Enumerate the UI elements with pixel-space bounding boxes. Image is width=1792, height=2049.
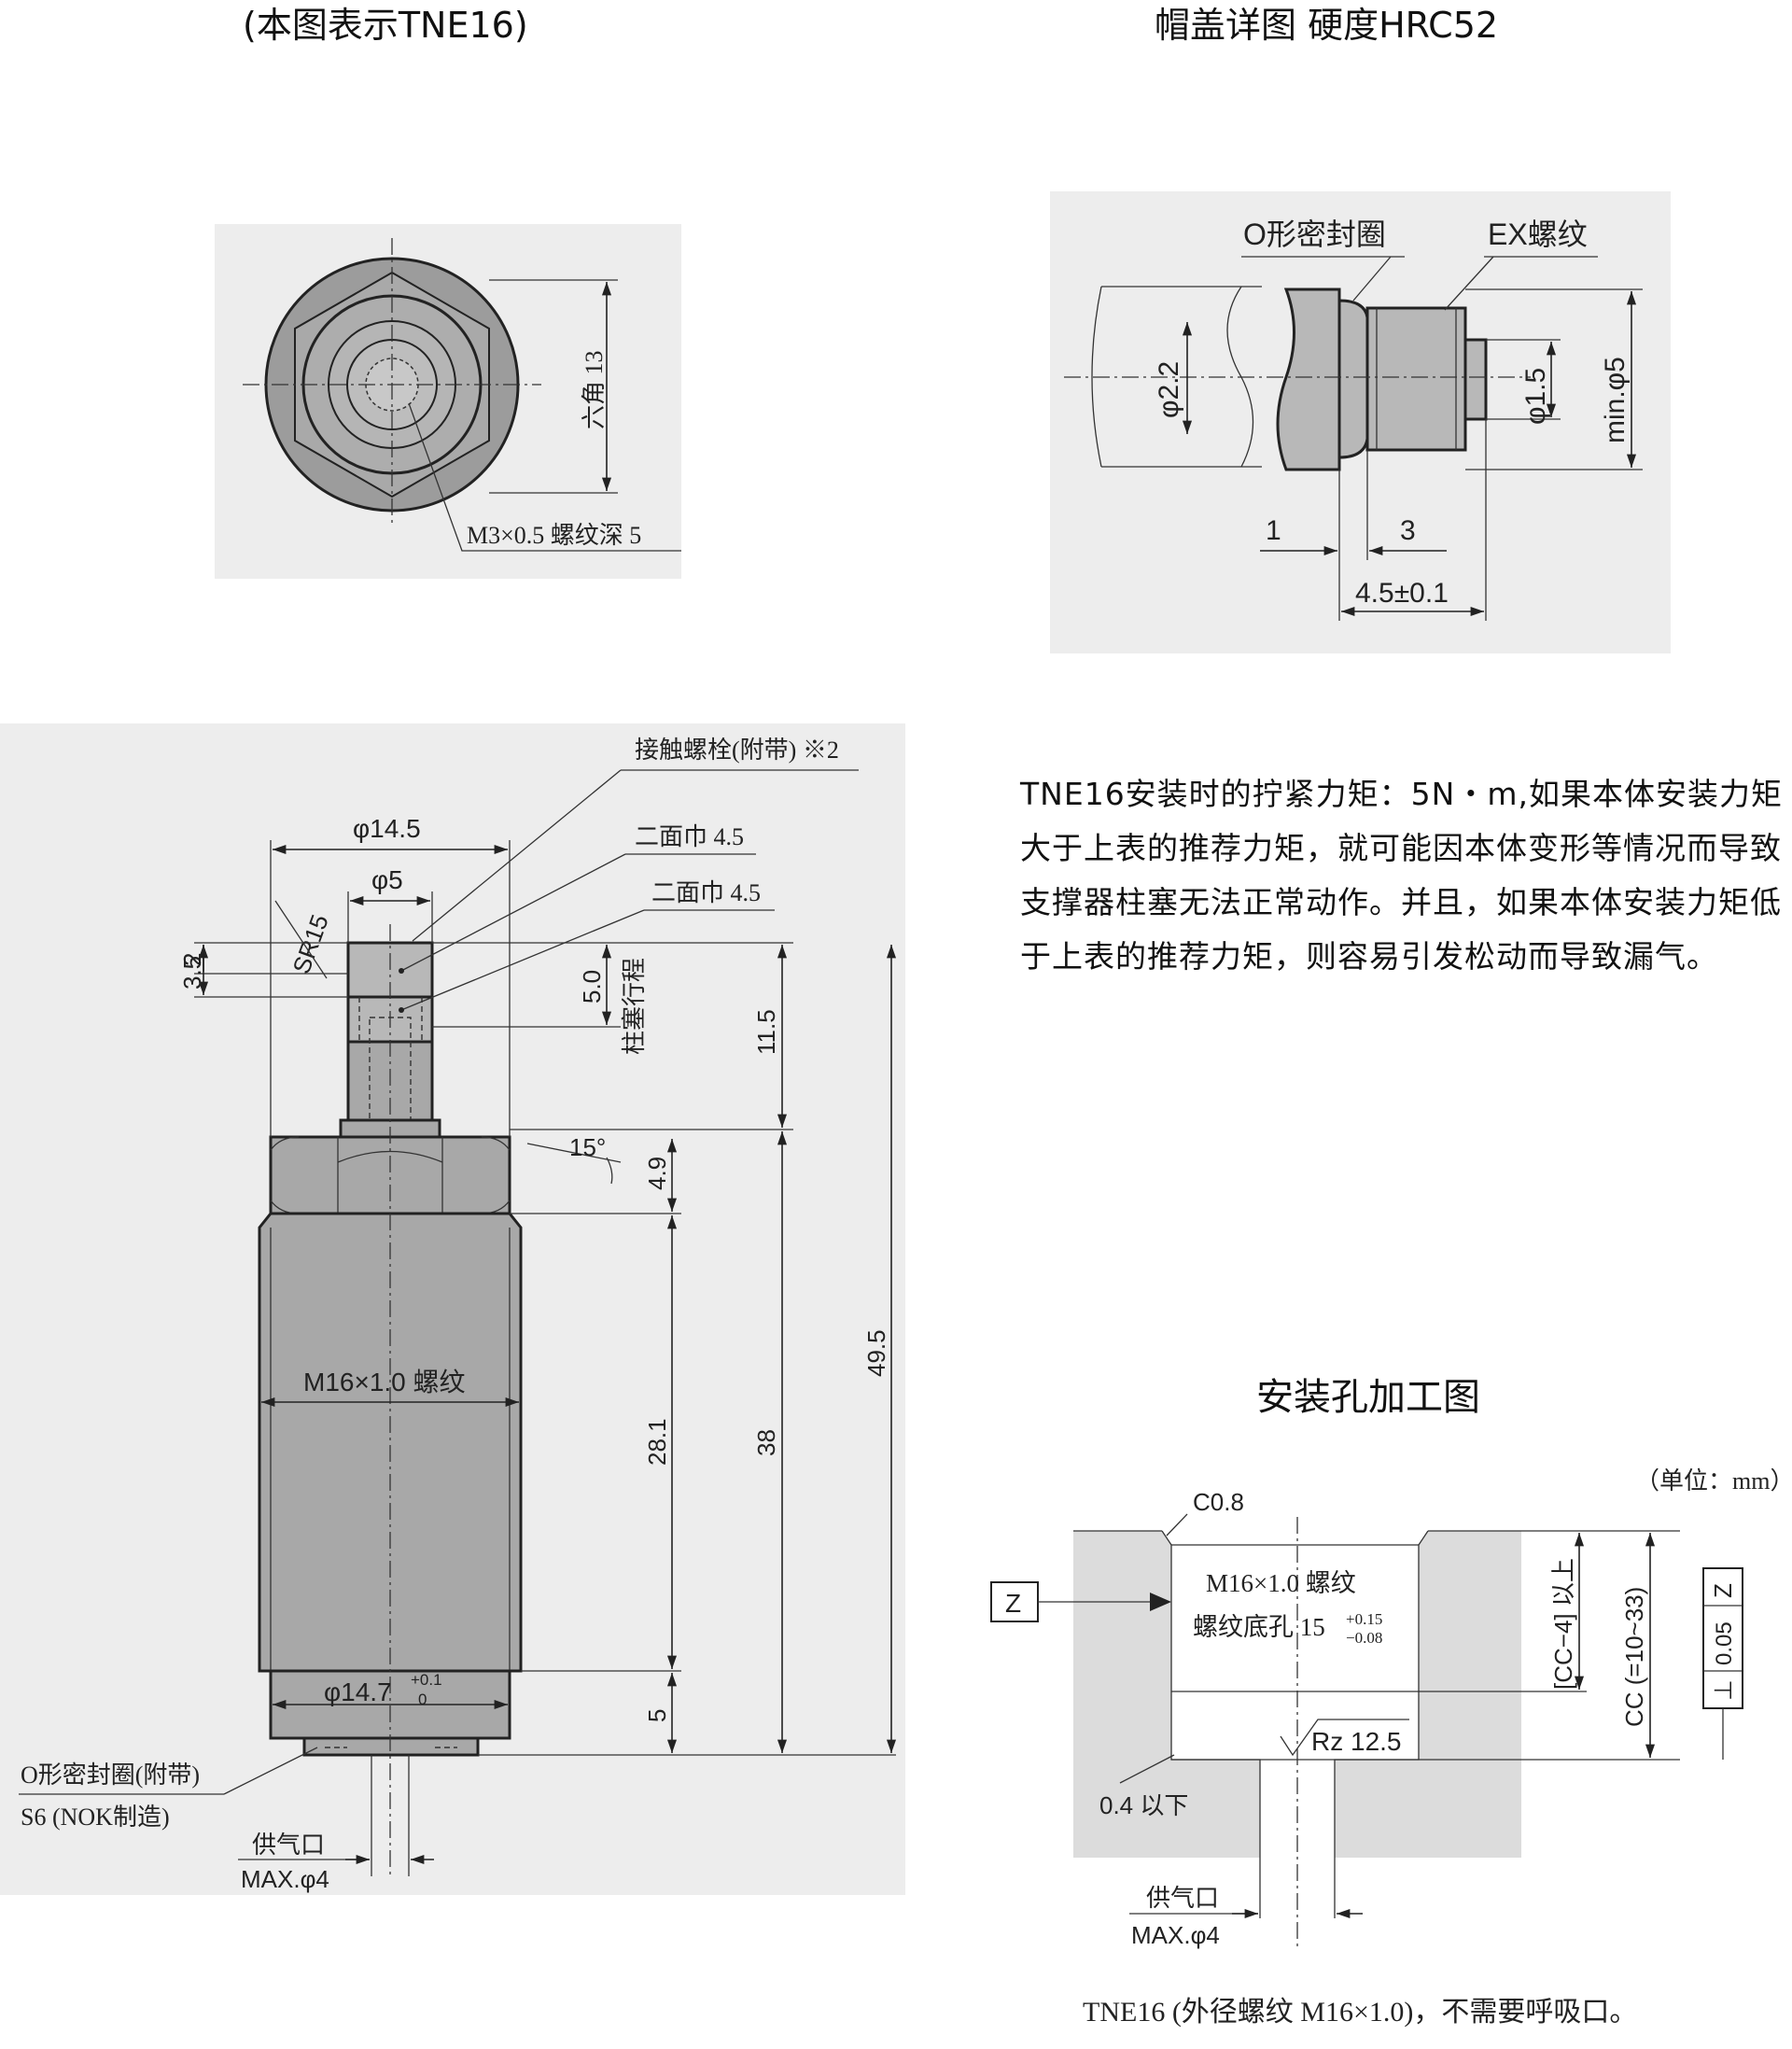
angle-arc: [606, 1157, 613, 1185]
dia-2-2: φ2.2: [1154, 361, 1184, 418]
mount-hole-title: 安装孔加工图: [1256, 1376, 1480, 1419]
roughness-symbol: [1280, 1719, 1409, 1757]
unit-label: （单位：mm）: [1635, 1467, 1792, 1495]
left-header: (本图表示TNE16): [243, 5, 528, 46]
leader: [412, 769, 622, 942]
right-header: 帽盖详图 硬度HRC52: [1155, 5, 1498, 46]
roughness-value: Rz 12.5: [1311, 1727, 1402, 1756]
dim-49-5: 49.5: [862, 1329, 890, 1377]
dim-3-5: 3.5: [178, 956, 206, 989]
leader: [274, 900, 328, 979]
dia-1-5: φ1.5: [1520, 368, 1551, 425]
hex-label: 六角 13: [581, 350, 608, 429]
perp-datum: Z: [1709, 1583, 1737, 1598]
angle-line: [526, 1143, 622, 1163]
thread-label: M16×1.0 螺纹: [1206, 1569, 1356, 1597]
dia-14-7-tol-upper: +0.1: [411, 1671, 442, 1689]
leader-dot: [399, 968, 404, 974]
dim-1: 1: [1266, 515, 1281, 546]
dim-11-5: 11.5: [752, 1009, 780, 1055]
hex-chamfer: [270, 1136, 511, 1214]
wrench-flat-2: 二面巾 4.5: [651, 879, 761, 906]
stock-edge: [1101, 286, 1262, 468]
perp-frame: [1702, 1567, 1743, 1709]
dim-38: 38: [752, 1429, 780, 1456]
ex-thread-label: EX螺纹: [1488, 218, 1588, 251]
angle-15: 15°: [569, 1133, 606, 1161]
chamfer-label: C0.8: [1193, 1488, 1244, 1516]
thread-note: M3×0.5 螺纹深 5: [467, 522, 641, 549]
cap-oring: [1337, 299, 1369, 459]
corner-label: 0.4 以下: [1099, 1791, 1188, 1819]
workpiece-right: [1335, 1531, 1521, 1858]
workpiece-left: [1073, 1531, 1260, 1858]
air-port-max: MAX.φ4: [241, 1865, 329, 1893]
leader: [1352, 256, 1392, 302]
cap-body: [1276, 288, 1341, 471]
top-view: 六角 13 M3×0.5 螺纹深 5: [215, 224, 681, 579]
stroke-value: 5.0: [578, 970, 606, 1003]
perp-symbol: ⊥: [1709, 1679, 1737, 1701]
dia-14-7-tol-lower: 0: [418, 1691, 427, 1708]
mh-air-port-max: MAX.φ4: [1131, 1921, 1220, 1949]
leader-dot: [399, 1007, 404, 1013]
dim-5: 5: [643, 1709, 671, 1722]
mount-hole: 安装孔加工图 （单位：mm） C0.8 M16×1.0 螺纹 螺纹底孔 15 +…: [990, 1376, 1792, 1951]
thread-leader: [408, 402, 681, 552]
cap-thread: [1365, 306, 1467, 452]
dim-4-5: 4.5±0.1: [1355, 578, 1449, 609]
pilot-hole-label: 螺纹底孔 15: [1193, 1613, 1325, 1641]
datum-label: Z: [1005, 1589, 1021, 1618]
perp-tol: 0.05: [1712, 1621, 1737, 1665]
dim-4-9: 4.9: [643, 1157, 671, 1190]
dia-14-7: φ14.7: [324, 1677, 392, 1706]
dim-2: 2: [178, 953, 206, 966]
side-view: φ14.5 φ5 SR15 3.5 2 5.0 柱塞行程 11.5 15° 4: [0, 723, 905, 1895]
pilot-tol-lower: −0.08: [1346, 1629, 1382, 1647]
thread-m16: M16×1.0 螺纹: [303, 1368, 466, 1396]
leader: [1119, 1754, 1175, 1784]
leader: [400, 909, 645, 1011]
depth-cc: CC (=10~33): [1620, 1587, 1648, 1727]
oring-label: O形密封圈: [1243, 218, 1386, 251]
datum-triangle: [1150, 1593, 1171, 1611]
leader: [400, 853, 626, 972]
contact-bolt-label: 接触螺栓(附带) ※2: [635, 737, 839, 764]
tightening-torque-note: TNE16安装时的拧紧力矩：5N・m,如果本体安装力矩大于上表的推荐力矩，就可能…: [1020, 776, 1784, 975]
oring-spec: S6 (NOK制造): [21, 1803, 170, 1831]
dia-14-5: φ14.5: [353, 814, 421, 843]
min-dia-5: min.φ5: [1600, 357, 1631, 443]
pilot-tol-upper: +0.15: [1346, 1610, 1382, 1628]
stroke-label: 柱塞行程: [621, 958, 648, 1055]
leader: [1444, 256, 1494, 311]
dim-3: 3: [1400, 515, 1416, 546]
depth-min: [CC−4] 以上: [1549, 1558, 1577, 1690]
leader: [1166, 1513, 1188, 1537]
cap-tip: [1463, 338, 1488, 421]
mh-air-port-label: 供气口: [1146, 1885, 1219, 1912]
oring-attached: O形密封圈(附带): [21, 1761, 200, 1789]
break-left: [1091, 286, 1102, 468]
dia-5: φ5: [371, 865, 403, 894]
air-port-label: 供气口: [252, 1831, 325, 1859]
footer-note: TNE16 (外径螺纹 M16×1.0)，不需要呼吸口。: [1083, 1997, 1637, 2028]
bottom-oring: [302, 1736, 480, 1757]
wrench-flat-1: 二面巾 4.5: [635, 823, 744, 850]
leader: [223, 1747, 318, 1795]
cap-detail: φ2.2 φ1.5 min.φ5 1 3 4.5±0.1 O形密封圈 EX螺纹: [1050, 191, 1671, 653]
dim-28-1: 28.1: [643, 1418, 671, 1466]
